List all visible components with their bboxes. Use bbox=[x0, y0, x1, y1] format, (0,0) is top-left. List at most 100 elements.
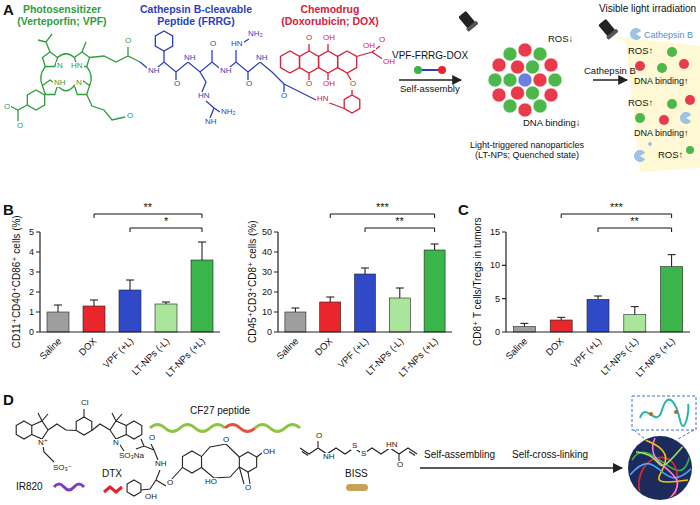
vpf-unit bbox=[548, 73, 562, 87]
dtx-icon bbox=[104, 487, 122, 492]
vpf-unit bbox=[667, 99, 677, 109]
conjugate-icon bbox=[414, 66, 446, 74]
tick-label: 4 bbox=[29, 247, 34, 257]
atom-label: N⁺ bbox=[37, 439, 49, 447]
atom-label: Cl bbox=[80, 399, 90, 407]
atom-label: OH bbox=[262, 448, 276, 456]
dox-unit bbox=[518, 103, 532, 117]
particle-core bbox=[628, 436, 692, 500]
error-bar bbox=[431, 244, 439, 250]
bar bbox=[550, 320, 572, 332]
atom-label: N bbox=[112, 439, 120, 447]
node-text: Cathepsin B-cleavable Peptide (FRRG) bbox=[129, 3, 263, 27]
cathepsin-icon bbox=[680, 112, 691, 124]
bar-chart bbox=[274, 214, 452, 332]
error-bar bbox=[126, 280, 134, 290]
vpf-unit bbox=[503, 47, 517, 61]
docetaxel-structure bbox=[127, 439, 262, 496]
axis-title: CD8⁺ T cells/Tregs in tumors bbox=[472, 218, 484, 346]
category-label: Saline bbox=[275, 336, 301, 362]
tick-label: 10 bbox=[490, 260, 500, 270]
panel-letter: C bbox=[458, 201, 469, 218]
atom-label: S bbox=[351, 442, 358, 450]
bonds bbox=[140, 39, 316, 118]
error-bar bbox=[557, 317, 565, 320]
error-bar bbox=[594, 296, 602, 299]
atom-label: O bbox=[349, 80, 357, 88]
node-text: ROS↑ bbox=[658, 150, 683, 161]
dox-unit bbox=[679, 59, 689, 69]
inset-box bbox=[632, 396, 696, 430]
biss-structure bbox=[300, 441, 417, 461]
atom-label: O bbox=[148, 434, 156, 442]
tick-label: 3 bbox=[29, 267, 34, 277]
bar bbox=[624, 315, 646, 332]
bar bbox=[587, 299, 609, 332]
inset-leader bbox=[634, 430, 694, 440]
significance-mark: ** bbox=[144, 202, 153, 213]
significance-bracket bbox=[130, 228, 202, 232]
axis bbox=[274, 232, 452, 332]
dox-unit bbox=[533, 73, 547, 87]
peptide-chain bbox=[150, 425, 225, 432]
atom-label: O bbox=[222, 436, 230, 444]
atom-label: O bbox=[315, 432, 323, 440]
nanoparticle-cluster bbox=[488, 43, 562, 117]
significance-mark: ** bbox=[630, 216, 639, 227]
bar-chart bbox=[36, 214, 220, 332]
category-label: VPF (+L) bbox=[336, 336, 371, 371]
crosslinked-nanoparticle bbox=[628, 436, 692, 500]
ring bbox=[300, 51, 319, 73]
error-bar bbox=[198, 242, 206, 260]
bar bbox=[355, 274, 376, 332]
tick-label: 1 bbox=[29, 307, 34, 317]
peptide-structure bbox=[140, 31, 316, 118]
light-beam bbox=[612, 36, 700, 172]
tick-label: 5 bbox=[29, 227, 34, 237]
error-bar bbox=[90, 300, 98, 306]
flow-arrow bbox=[399, 79, 461, 80]
dox-unit bbox=[544, 88, 558, 102]
flow-arrow bbox=[593, 79, 627, 80]
dox-unit bbox=[511, 60, 525, 74]
edge-label: Cathepsin B bbox=[584, 66, 636, 77]
error-bar bbox=[54, 305, 62, 312]
atom-label: NH₂ bbox=[220, 108, 237, 116]
atom-label: O bbox=[3, 103, 11, 111]
label: DTX bbox=[102, 468, 122, 480]
bonds bbox=[309, 44, 384, 109]
dox-unit bbox=[635, 61, 645, 71]
node-text: ROS↑ bbox=[628, 98, 653, 109]
node-text: Cathepsin B bbox=[644, 30, 693, 40]
vpf-unit bbox=[533, 47, 547, 61]
crosslink-dot bbox=[674, 410, 678, 414]
phenyl-ring bbox=[155, 31, 172, 51]
bar bbox=[389, 298, 410, 332]
vpf-unit bbox=[667, 47, 677, 57]
bonds bbox=[32, 409, 126, 462]
ring bbox=[182, 451, 201, 473]
significance-mark: *** bbox=[376, 202, 389, 213]
label: BISS bbox=[345, 468, 368, 480]
tick-label: 0 bbox=[267, 327, 272, 337]
node-text: Light-triggered nanoparticles (LT-NPs; Q… bbox=[462, 140, 592, 161]
label: Self-cross-linking bbox=[512, 449, 588, 461]
category-label: DOX bbox=[77, 336, 99, 358]
lamp bbox=[457, 10, 479, 32]
label: Self-assembling bbox=[424, 449, 495, 461]
dox-unit bbox=[544, 58, 558, 72]
atom-label: S bbox=[360, 450, 367, 458]
error-bar bbox=[291, 308, 299, 312]
bar bbox=[661, 267, 683, 332]
atom-label: HN bbox=[197, 92, 211, 100]
category-label: DOX bbox=[544, 336, 566, 358]
nanoparticle: ROS↓DNA binding↓Light-triggered nanopart… bbox=[462, 28, 592, 163]
atom-label: OH bbox=[144, 493, 158, 501]
vpf-unit bbox=[526, 60, 540, 74]
vpf-unit bbox=[503, 99, 517, 113]
ring bbox=[280, 51, 299, 73]
bar bbox=[83, 306, 105, 332]
tick-label: 20 bbox=[262, 287, 272, 297]
atom-label: NH bbox=[322, 453, 336, 461]
atom-label: O bbox=[173, 80, 181, 88]
